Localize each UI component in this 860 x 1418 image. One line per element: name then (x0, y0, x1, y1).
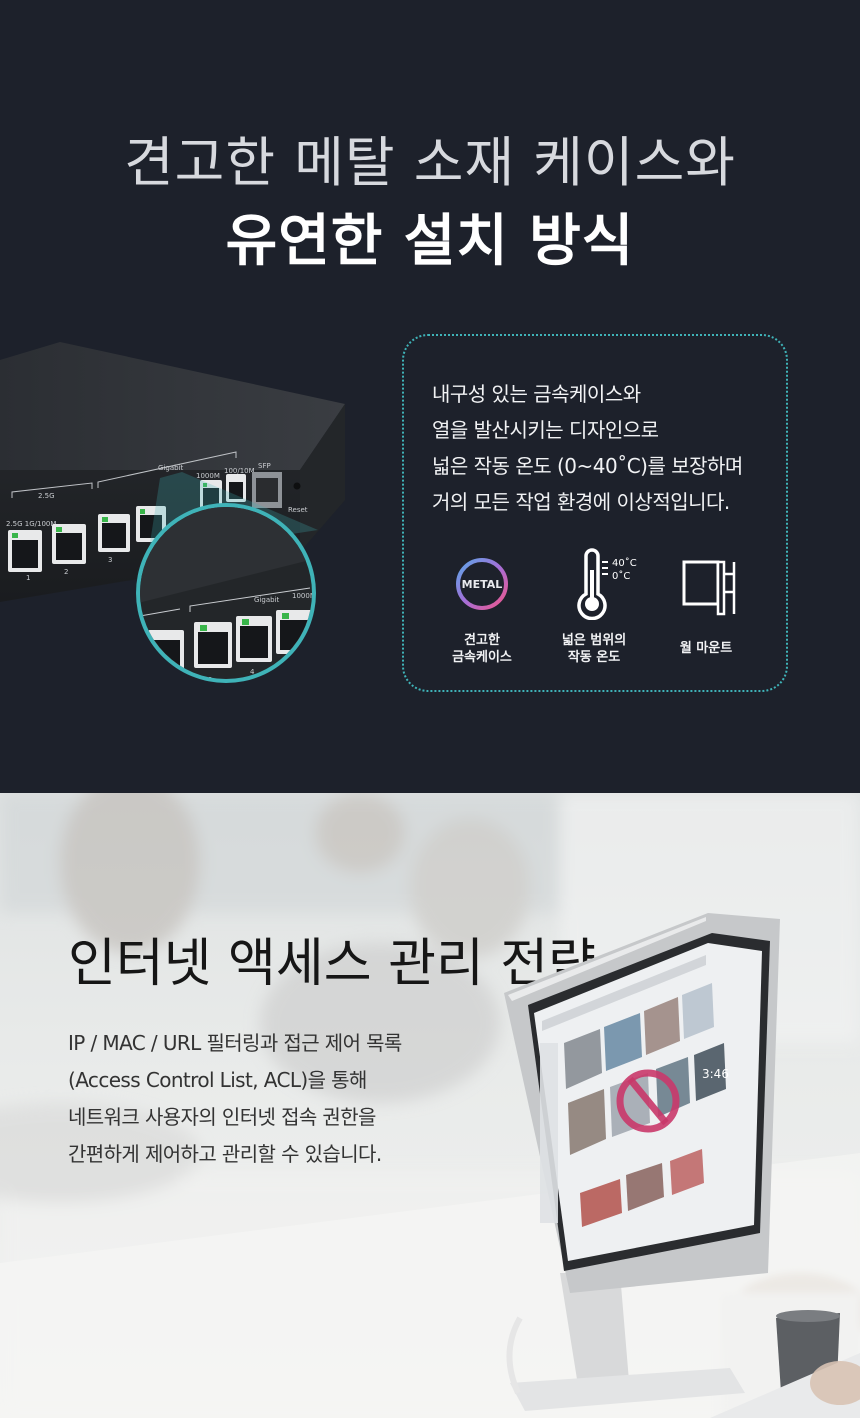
feature-label: 금속케이스 (452, 650, 512, 665)
feature-line: 열을 발산시키는 디자인으로 (432, 418, 659, 442)
label-1000m: 1000M (196, 472, 220, 480)
feature-line: 넓은 작동 온도 (0~40˚C)를 보장하며 (432, 454, 743, 478)
description-line: 네트워크 사용자의 인터넷 접속 권한을 (68, 1105, 376, 1129)
section-description: IP / MAC / URL 필터링과 접근 제어 목록 (Access Con… (68, 1025, 402, 1173)
description-line: IP / MAC / URL 필터링과 접근 제어 목록 (68, 1031, 402, 1055)
feature-metal-case: METAL 견고한 금속케이스 (422, 548, 542, 678)
feature-line: 내구성 있는 금속케이스와 (432, 382, 641, 406)
metal-badge-icon: METAL (456, 558, 508, 610)
durable-case-section: 견고한 메탈 소재 케이스와 유연한 설치 방식 2.5G 2.5G 1G/10… (0, 131, 788, 692)
feature-box: 내구성 있는 금속케이스와 열을 발산시키는 디자인으로 넓은 작동 온도 (0… (402, 334, 788, 692)
label-2-5g: 2.5G (38, 492, 55, 500)
port-number: 3 (208, 676, 212, 684)
label-reset: Reset (288, 506, 308, 514)
label-sfp: SFP (258, 462, 271, 470)
wall-mount-icon (682, 560, 736, 616)
feature-label: 넓은 범위의 (561, 633, 627, 648)
description-line: 간편하게 제어하고 관리할 수 있습니다. (68, 1142, 382, 1166)
label-100-10m: 100/10M (224, 467, 255, 475)
feature-label: 작동 온도 (567, 650, 621, 665)
screen-clock-text: 3:46 (702, 1067, 729, 1081)
metal-badge-text: METAL (462, 578, 503, 591)
monitor-image: 3:46 (504, 913, 860, 1418)
section-title-bold: 유연한 설치 방식 (225, 209, 635, 274)
feature-icons-row: METAL 견고한 금속케이스 40˚C 0˚C 넓은 범위의 (404, 548, 790, 678)
port-number: 3 (108, 556, 112, 564)
feature-label: 월 마운트 (679, 641, 733, 656)
temp-low-text: 0˚C (612, 570, 630, 582)
feature-temperature: 40˚C 0˚C 넓은 범위의 작동 온도 (534, 548, 654, 678)
temp-high-text: 40˚C (612, 557, 637, 569)
zoom-label-1000m: 1000M (292, 592, 316, 600)
port-number: 2 (64, 568, 68, 576)
label-port-speed: 2.5G 1G/100M (6, 520, 56, 528)
thermometer-icon: 40˚C 0˚C (577, 548, 637, 620)
feature-wall-mount: 월 마운트 (646, 548, 766, 678)
ethernet-ports (8, 472, 301, 572)
port-number: 4 (250, 668, 255, 676)
feature-label: 견고한 (464, 633, 500, 648)
port-number: 1 (26, 574, 30, 582)
switch-device-image: 2.5G 2.5G 1G/100M Gigabit 1000M 100/10M … (0, 342, 345, 684)
zoom-label-gigabit: Gigabit (254, 596, 279, 604)
feature-line: 거의 모든 작업 환경에 이상적입니다. (432, 490, 730, 514)
internet-access-section: 인터넷 액세스 관리 전략 IP / MAC / URL 필터링과 접근 제어 … (0, 793, 860, 1418)
section-title: 인터넷 액세스 관리 전략 (68, 934, 596, 994)
description-line: (Access Control List, ACL)을 통해 (68, 1068, 367, 1092)
feature-description: 내구성 있는 금속케이스와 열을 발산시키는 디자인으로 넓은 작동 온도 (0… (432, 376, 782, 520)
section-title-light: 견고한 메탈 소재 케이스와 (124, 131, 736, 194)
label-gigabit: Gigabit (158, 464, 183, 472)
